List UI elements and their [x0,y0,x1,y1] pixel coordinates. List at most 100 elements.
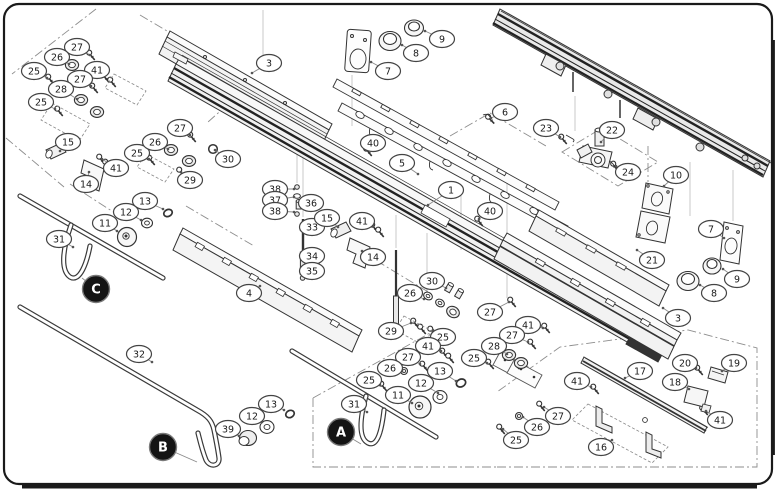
svg-text:25: 25 [437,332,449,343]
callout-12: 12 [238,406,266,426]
callout-7: 7 [369,60,402,81]
pulley-11-c [116,226,138,248]
svg-text:27: 27 [484,307,496,318]
callout-3: 3 [661,306,692,328]
callout-9: 9 [423,29,456,49]
svg-text:25: 25 [131,148,143,159]
callout-36: 36 [297,193,325,213]
callout-15: 15 [313,208,341,229]
svg-text:14: 14 [80,179,92,190]
callout-41: 41 [348,211,376,231]
callout-11: 11 [91,213,119,233]
svg-text:40: 40 [367,138,379,149]
callout-32: 32 [125,344,154,364]
callout-29: 29 [176,170,204,190]
callout-8: 8 [400,43,430,63]
bushing-8-top [378,30,402,52]
fastener-cluster-top-left [40,48,147,170]
callout-11: 11 [384,385,414,405]
callout-14: 14 [72,170,100,194]
callout-31: 31 [45,229,75,249]
svg-text:11: 11 [99,218,111,229]
svg-text:16: 16 [595,442,607,453]
svg-text:31: 31 [53,234,65,245]
callout-28: 28 [47,79,79,101]
callout-27: 27 [476,300,511,322]
svg-text:41: 41 [571,376,583,387]
callout-28: 28 [480,336,509,356]
svg-text:41: 41 [522,320,534,331]
callout-6: 6 [489,102,519,122]
callout-31: 31 [340,394,369,414]
bushing-9-right [702,257,722,275]
callout-24: 24 [614,162,642,182]
svg-text:29: 29 [385,326,397,337]
callout-26: 26 [43,47,71,67]
strip-5 [332,78,560,211]
badge-A: A [326,417,362,447]
belt-31-a [289,348,439,447]
oring-13-a [455,378,467,388]
svg-text:27: 27 [71,42,83,53]
callout-25: 25 [501,427,530,450]
callout-22: 22 [598,120,626,144]
svg-text:4: 4 [246,288,252,299]
svg-text:28: 28 [488,341,500,352]
plate-7-top [344,28,372,74]
callout-21: 21 [635,248,666,270]
callout-41: 41 [100,157,130,178]
svg-text:A: A [336,426,346,441]
svg-text:32: 32 [133,349,145,360]
svg-text:36: 36 [305,198,317,209]
svg-text:13: 13 [434,366,446,377]
callout-26: 26 [376,358,404,378]
callout-41: 41 [563,371,593,391]
svg-text:28: 28 [55,84,67,95]
svg-text:12: 12 [246,411,258,422]
plate-18 [683,385,712,414]
oring-13-b [284,409,296,419]
svg-text:17: 17 [634,366,646,377]
svg-text:39: 39 [222,424,234,435]
svg-text:25: 25 [28,66,40,77]
grommet-39 [238,429,258,447]
bushing-8-right [676,270,700,292]
callout-25: 25 [20,61,49,81]
svg-text:18: 18 [669,377,681,388]
callout-40: 40 [359,133,387,153]
svg-text:27: 27 [506,330,518,341]
fastener-cluster-right [483,321,554,389]
svg-text:8: 8 [413,48,419,59]
svg-text:10: 10 [670,170,682,181]
svg-text:13: 13 [265,399,277,410]
callout-27: 27 [66,69,94,89]
svg-text:25: 25 [510,435,522,446]
callout-1: 1 [426,180,465,207]
svg-text:25: 25 [363,375,375,386]
screw-6 [482,112,497,125]
callout-17: 17 [623,361,654,381]
svg-text:20: 20 [679,358,691,369]
callout-3: 3 [250,53,283,75]
svg-text:3: 3 [675,313,681,324]
callout-20: 20 [671,353,699,373]
svg-text:41: 41 [356,216,368,227]
svg-text:8: 8 [711,288,717,299]
callout-13: 13 [426,361,458,383]
svg-text:30: 30 [222,154,234,165]
svg-text:41: 41 [110,163,122,174]
callout-8: 8 [698,283,728,303]
svg-text:27: 27 [174,123,186,134]
callout-26: 26 [521,415,551,437]
rail-3-right [493,232,682,360]
svg-text:26: 26 [149,137,161,148]
washer-12-a [432,390,448,404]
svg-text:13: 13 [139,196,151,207]
badge-C: C [81,274,111,304]
callout-35: 35 [298,261,326,281]
svg-text:12: 12 [415,378,427,389]
callout-25: 25 [355,370,383,390]
assembled-rail [492,8,772,178]
callout-23: 23 [532,118,562,139]
